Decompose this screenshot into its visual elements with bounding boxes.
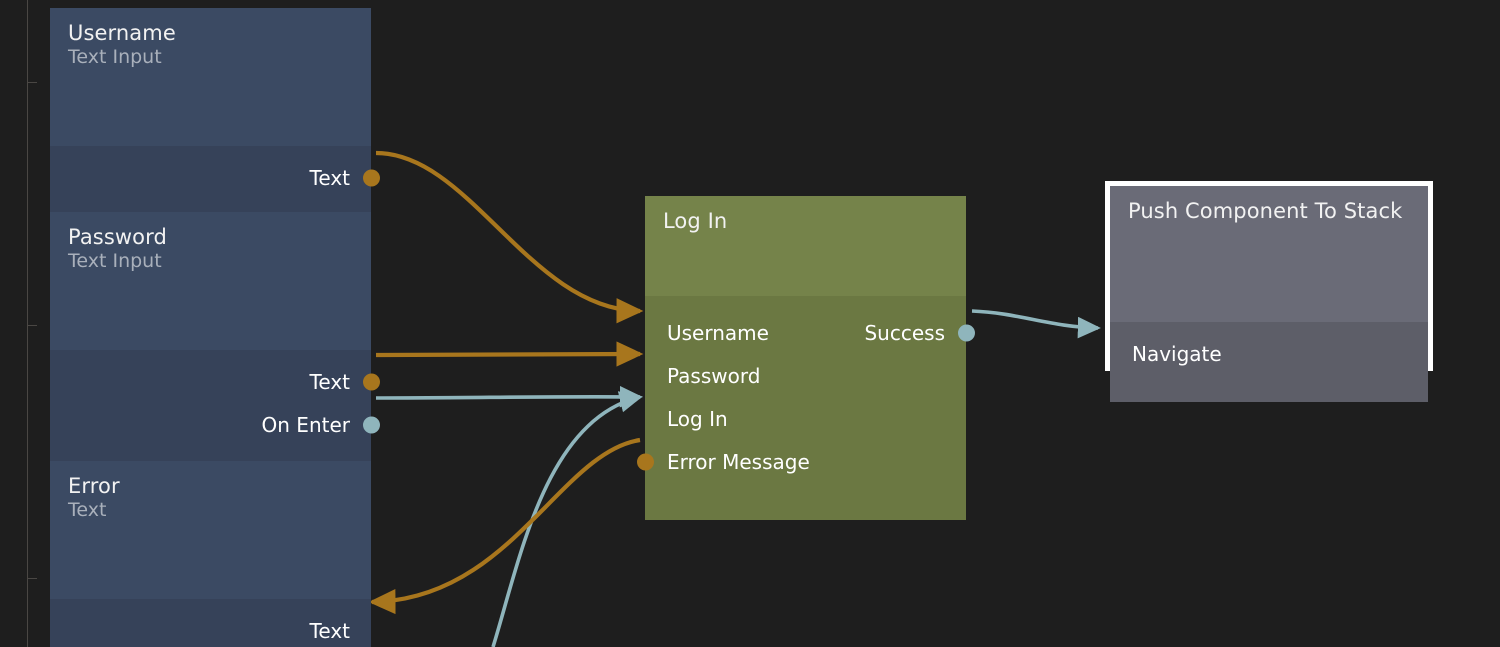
port-password-text-label: Text [309,369,350,394]
node-push-component-body: Navigate [1110,322,1428,402]
node-error-body: Text [50,599,371,647]
port-login-username-row[interactable]: Username Success [645,311,975,354]
port-login-login-label: Log In [667,406,728,431]
port-login-errormessage-dot[interactable] [636,453,654,470]
node-error-subtitle: Text [68,498,107,521]
node-login-body: Username Success Password Log In Error M… [636,296,975,520]
port-login-errormessage[interactable]: Error Message [636,440,966,483]
node-password[interactable]: Password Text Input Text On Enter [50,212,380,473]
rail-guide-line [27,0,28,647]
wire-password-onenter-to-login-login [375,385,643,408]
node-error-title: Error [68,474,120,498]
port-login-username-label: Username [667,320,769,345]
node-login[interactable]: Log In Username Success Password Log In … [636,196,975,520]
port-error-text[interactable]: Text [50,609,371,647]
port-login-login[interactable]: Log In [645,397,966,440]
rail-tick-2 [28,325,37,326]
node-push-component-header: Push Component To Stack [1110,186,1428,322]
node-login-header: Log In [645,196,966,296]
port-username-text-label: Text [309,165,350,190]
port-error-text-label: Text [309,618,350,643]
node-username-title: Username [68,21,176,45]
node-password-subtitle: Text Input [68,249,162,272]
wire-login-errormessage-to-error-text [368,437,641,615]
port-username-text-dot[interactable] [362,169,380,186]
port-password-onenter[interactable]: On Enter [50,403,380,446]
port-login-success-label: Success [864,320,945,345]
node-username-header: Username Text Input [50,8,371,146]
node-error-header: Error Text [50,461,371,599]
wire-username-text-to-login-username [375,150,644,324]
port-password-text[interactable]: Text [50,360,380,403]
node-push-component-to-stack[interactable]: Push Component To Stack Navigate [1105,181,1433,402]
node-login-title: Log In [663,209,728,233]
port-password-text-dot[interactable] [362,373,380,390]
port-login-password[interactable]: Password [645,354,966,397]
node-username-body: Text [50,146,380,224]
node-password-header: Password Text Input [50,212,371,350]
port-login-errormessage-label: Error Message [667,449,810,474]
node-username-subtitle: Text Input [68,45,162,68]
node-password-body: Text On Enter [50,350,380,473]
rail-tick-1 [28,82,37,83]
port-push-navigate-label: Navigate [1132,341,1222,366]
wire-offscreen-to-login-login [491,391,643,647]
node-error[interactable]: Error Text Text [50,461,371,647]
wire-password-text-to-login-password [375,341,644,367]
port-login-success-dot[interactable] [957,324,975,341]
port-login-password-label: Password [667,363,761,388]
port-push-navigate[interactable]: Navigate [1110,332,1428,375]
node-push-component-title: Push Component To Stack [1128,199,1403,223]
port-password-onenter-label: On Enter [261,412,350,437]
port-username-text[interactable]: Text [50,156,380,199]
node-username[interactable]: Username Text Input Text [50,8,380,224]
node-password-title: Password [68,225,167,249]
rail-tick-3 [28,578,37,579]
port-password-onenter-dot[interactable] [362,416,380,433]
wire-login-success-to-push-navigate [971,309,1101,339]
